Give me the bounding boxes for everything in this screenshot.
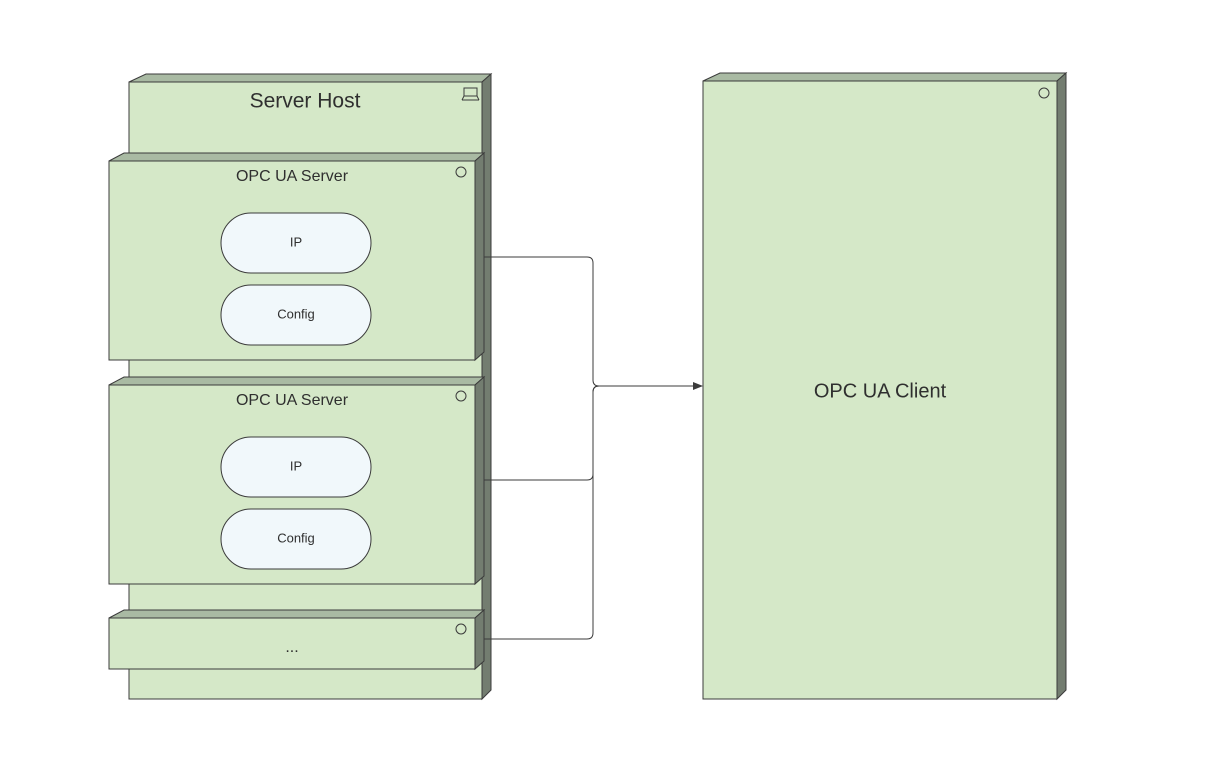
server-host-label: Server Host [250, 90, 361, 113]
ip-field[interactable]: IP [220, 436, 372, 498]
component-icon [455, 623, 467, 635]
computer-icon [461, 87, 480, 101]
component-icon [455, 166, 467, 178]
opc-ua-client-node[interactable]: OPC UA Client [702, 71, 1068, 701]
config-label: Config [277, 530, 315, 545]
connector-server-1 [484, 256, 600, 387]
more-servers-node[interactable]: ... [108, 608, 486, 671]
config-field[interactable]: Config [220, 284, 372, 346]
config-label: Config [277, 306, 315, 321]
component-icon [1038, 87, 1050, 99]
opc-ua-server-node[interactable]: OPC UA Server IP Config [108, 151, 486, 362]
connectors [484, 256, 703, 640]
connector-server-more [484, 385, 600, 640]
client-label: OPC UA Client [814, 380, 947, 402]
opc-ua-server-node[interactable]: OPC UA Server IP Config [108, 375, 486, 586]
config-field[interactable]: Config [220, 508, 372, 570]
ip-field[interactable]: IP [220, 212, 372, 274]
server-label: OPC UA Server [236, 168, 349, 185]
connector-server-2 [484, 385, 600, 481]
server-label: OPC UA Server [236, 392, 349, 409]
ip-label: IP [290, 234, 302, 249]
more-servers-label: ... [285, 639, 298, 656]
component-icon [455, 390, 467, 402]
ip-label: IP [290, 458, 302, 473]
